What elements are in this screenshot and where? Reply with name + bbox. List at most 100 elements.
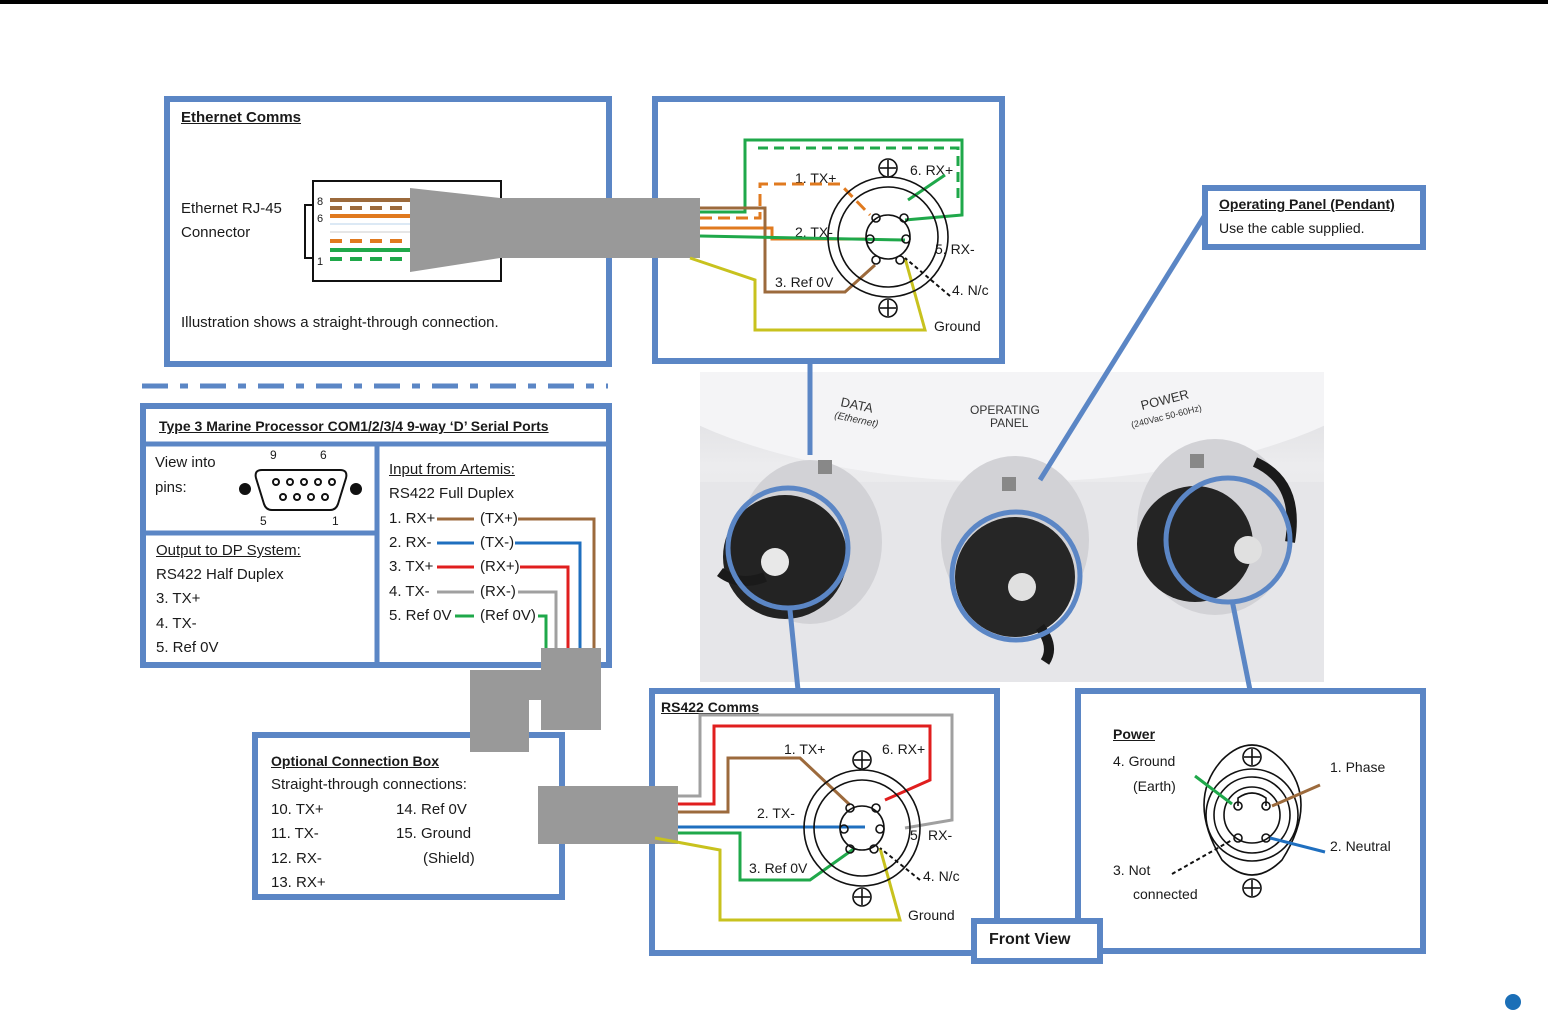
dsub-pin1: 1 bbox=[332, 514, 339, 528]
rj45-label-line2: Connector bbox=[181, 224, 251, 241]
data-6pin-connector bbox=[827, 158, 949, 318]
power-title: Power bbox=[1113, 726, 1156, 742]
input-row-3-left: 3. TX+ bbox=[389, 558, 434, 575]
conn-box-left-1: 10. TX+ bbox=[271, 801, 324, 818]
rj45-wires bbox=[330, 198, 415, 261]
conn-box-subtitle: Straight-through connections: bbox=[271, 776, 467, 793]
front-view-label: Front View bbox=[989, 931, 1071, 948]
power-neutral-label: 2. Neutral bbox=[1330, 838, 1391, 854]
data-plug-cap bbox=[761, 548, 789, 576]
input-row-2-right: (TX-) bbox=[480, 534, 515, 551]
output-line-2: 3. TX+ bbox=[156, 590, 201, 607]
conn-box-left-3: 12. RX- bbox=[271, 850, 322, 867]
rs422-wires bbox=[654, 713, 954, 922]
conn-box-left-2: 11. TX- bbox=[271, 825, 319, 842]
view-into-line2: pins: bbox=[155, 479, 187, 496]
photo-drawing: DATA (Ethernet) OPERATING PANEL POWER (2… bbox=[700, 372, 1324, 682]
power-screw bbox=[1190, 454, 1204, 468]
cable-block-lower bbox=[470, 670, 529, 752]
connection-box-panel bbox=[252, 732, 565, 900]
input-mode: RS422 Full Duplex bbox=[389, 485, 515, 502]
rs422-title: RS422 Comms bbox=[661, 699, 760, 715]
output-title: Output to DP System: bbox=[156, 542, 301, 559]
input-title: Input from Artemis: bbox=[389, 461, 515, 478]
power-ground-line1: 4. Ground bbox=[1113, 753, 1176, 769]
input-row-1-left: 1. RX+ bbox=[389, 510, 436, 527]
rs422-pin5-num: 5 bbox=[910, 827, 918, 843]
view-into-line1: View into bbox=[155, 454, 216, 471]
ethernet-note: Illustration shows a straight-through co… bbox=[181, 314, 499, 331]
data-pin5-label: 5. RX- bbox=[935, 241, 975, 257]
rj45-pin6: 6 bbox=[317, 213, 324, 225]
power-phase-label: 1. Phase bbox=[1330, 759, 1386, 775]
op-screw bbox=[1002, 477, 1016, 491]
power-plug bbox=[1137, 486, 1253, 602]
callout-pendant bbox=[1037, 213, 1208, 482]
data-screw bbox=[818, 460, 832, 474]
data-connector-wires bbox=[689, 138, 964, 332]
input-row-5-right: (Ref 0V) bbox=[480, 607, 536, 624]
output-line-3: 4. TX- bbox=[156, 615, 197, 632]
op-plug-cap bbox=[1008, 573, 1036, 601]
rs422-6pin-connector bbox=[803, 750, 921, 907]
rj45-pin1: 1 bbox=[317, 256, 324, 268]
photo-ring-data bbox=[725, 485, 851, 611]
input-row-4-right: (RX-) bbox=[480, 583, 516, 600]
connector-photo: DATA (Ethernet) OPERATING PANEL POWER (2… bbox=[700, 372, 1324, 682]
data-ground-label: Ground bbox=[934, 318, 981, 334]
op-plug-tab bbox=[1035, 624, 1054, 665]
rs422-ground-label: Ground bbox=[908, 907, 955, 923]
rs422-pin6-label: 6. RX+ bbox=[882, 741, 926, 757]
data-plug-tab bbox=[717, 567, 767, 586]
photo-ring-op bbox=[949, 509, 1083, 643]
rs422-pin4-label: 4. N/c bbox=[923, 868, 960, 884]
data-pin4-label: 4. N/c bbox=[952, 282, 989, 298]
rj45-pin8: 8 bbox=[317, 196, 324, 208]
callout-rs422 bbox=[787, 609, 801, 691]
photo-label-data: DATA bbox=[839, 394, 874, 416]
dsub-pin5: 5 bbox=[260, 514, 267, 528]
output-line-1: RS422 Half Duplex bbox=[156, 566, 284, 583]
input-row-2-left: 2. RX- bbox=[389, 534, 432, 551]
photo-ring-power bbox=[1163, 475, 1293, 605]
conn-box-right-1: 14. Ref 0V bbox=[396, 801, 467, 818]
top-rule bbox=[0, 0, 1548, 4]
power-arrows bbox=[1171, 774, 1326, 875]
input-row-4-left: 4. TX- bbox=[389, 583, 430, 600]
input-row-1-right: (TX+) bbox=[480, 510, 518, 527]
dsub-pin6: 6 bbox=[320, 448, 327, 462]
conn-box-right-2: 15. Ground bbox=[396, 825, 472, 842]
cable-block-rs422 bbox=[538, 786, 678, 844]
data-pin3-label: 3. Ref 0V bbox=[775, 274, 834, 290]
page-indicator-dot bbox=[1505, 994, 1521, 1010]
photo-label-op2: PANEL bbox=[990, 416, 1029, 430]
serial-title: Type 3 Marine Processor COM1/2/3/4 9-way… bbox=[159, 418, 549, 434]
enclosure-dome bbox=[700, 372, 1324, 482]
input-row-3-right: (RX+) bbox=[480, 558, 520, 575]
conn-box-left-4: 13. RX+ bbox=[271, 874, 326, 891]
data-pin2-label: 2. TX- bbox=[795, 224, 833, 240]
pendant-title: Operating Panel (Pendant) bbox=[1219, 196, 1395, 212]
ethernet-comms-title: Ethernet Comms bbox=[181, 109, 302, 126]
data-pin6-label: 6. RX+ bbox=[910, 162, 954, 178]
callout-power bbox=[1229, 599, 1253, 691]
rs422-pin1-label: 1. TX+ bbox=[784, 741, 826, 757]
dsub9-connector bbox=[239, 469, 362, 511]
power-notc-line2: connected bbox=[1133, 886, 1198, 902]
input-row-5-left: 5. Ref 0V bbox=[389, 607, 452, 624]
power-plug-cap bbox=[1234, 536, 1262, 564]
data-pin1-label: 1. TX+ bbox=[795, 170, 837, 186]
rs422-pin2-label: 2. TX- bbox=[757, 805, 795, 821]
conn-box-right-3: (Shield) bbox=[423, 850, 475, 867]
power-ground-line2: (Earth) bbox=[1133, 778, 1176, 794]
rs422-pin3-label: 3. Ref 0V bbox=[749, 860, 808, 876]
serial-input-wires bbox=[437, 517, 596, 660]
dsub-pin9: 9 bbox=[270, 448, 277, 462]
photo-label-op1: OPERATING bbox=[970, 403, 1040, 417]
power-panel bbox=[1075, 688, 1426, 954]
pendant-text: Use the cable supplied. bbox=[1219, 220, 1365, 236]
front-view-tag bbox=[971, 918, 1103, 964]
rj45-label-line1: Ethernet RJ-45 bbox=[181, 200, 282, 217]
rs422-pin5-label: RX- bbox=[928, 827, 953, 843]
